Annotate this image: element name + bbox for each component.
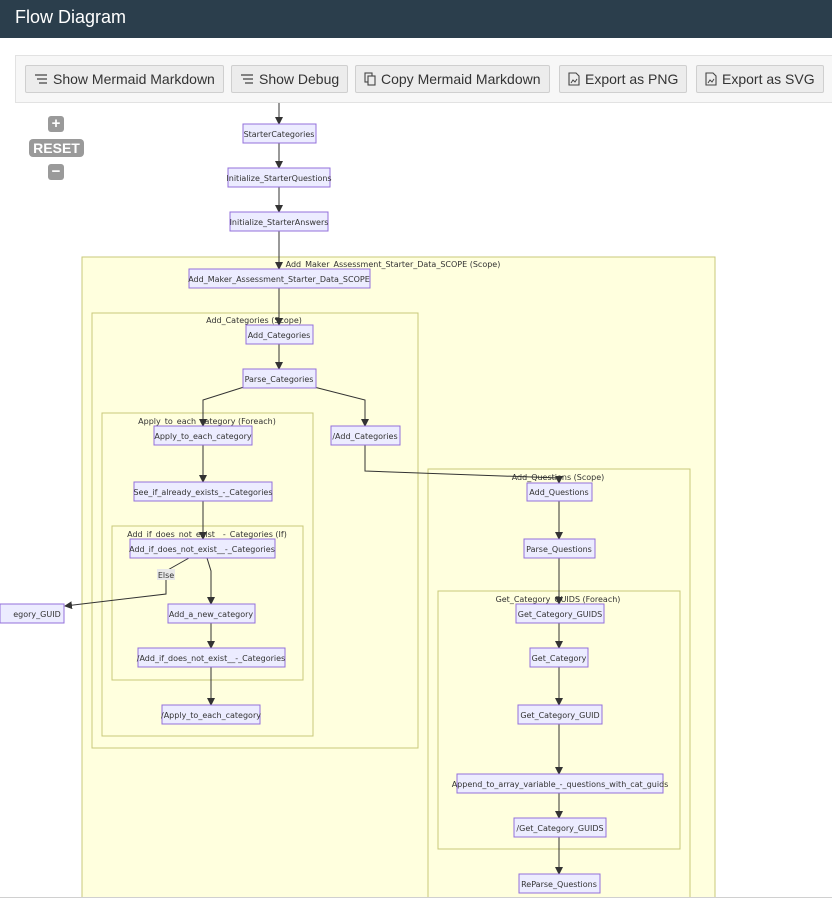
export-png-button[interactable]: Export as PNG [559, 65, 688, 93]
export-svg-button[interactable]: Export as SVG [696, 65, 824, 93]
node-add-if-not-exist[interactable]: Add_if_does_not_exist__-_Categories [129, 538, 276, 559]
node-category-guid[interactable]: egory_GUID [0, 603, 65, 624]
svg-text:Add_Maker_Assessment_Starter_D: Add_Maker_Assessment_Starter_Data_SCOPE [188, 275, 370, 284]
svg-text:Add_a_new_category: Add_a_new_category [169, 610, 254, 619]
cluster-label: Apply_to_each_category (Foreach) [138, 417, 276, 426]
app-header: Flow Diagram [0, 0, 832, 38]
node-parse-categories[interactable]: Parse_Categories [242, 368, 317, 389]
flow-diagram[interactable]: Add_Maker_Assessment_Starter_Data_SCOPE … [0, 38, 832, 898]
export-svg-label: Export as SVG [722, 71, 815, 87]
show-debug-button[interactable]: Show Debug [231, 65, 349, 93]
edges [64, 103, 563, 875]
svg-text:/Add_Categories: /Add_Categories [332, 432, 397, 441]
node-append-array[interactable]: Append_to_array_variable_-_questions_wit… [452, 773, 669, 794]
node-starter-categories[interactable]: StarterCategories [242, 123, 317, 144]
svg-text:Parse_Questions: Parse_Questions [526, 545, 592, 554]
node-add-categories[interactable]: Add_Categories [245, 324, 314, 345]
show-debug-label: Show Debug [259, 71, 340, 87]
svg-text:Add_Categories: Add_Categories [248, 331, 311, 340]
node-init-questions[interactable]: Initialize_StarterQuestions [226, 167, 332, 188]
svg-text:Initialize_StarterQuestions: Initialize_StarterQuestions [226, 174, 331, 183]
node-end-add-if[interactable]: /Add_if_does_not_exist__-_Categories [137, 647, 286, 668]
svg-text:Initialize_StarterAnswers: Initialize_StarterAnswers [230, 218, 329, 227]
zoom-reset-button[interactable]: RESET [29, 139, 84, 157]
svg-text:Get_Category: Get_Category [532, 654, 587, 663]
node-end-apply-each[interactable]: /Apply_to_each_category [161, 704, 261, 725]
lines-icon [241, 74, 253, 84]
toolbar: Show Mermaid Markdown Show Debug Copy Me… [15, 55, 832, 103]
node-maker-scope[interactable]: Add_Maker_Assessment_Starter_Data_SCOPE [188, 268, 371, 289]
node-see-if-exists[interactable]: See_if_already_exists_-_Categories [133, 481, 273, 502]
svg-text:Else: Else [158, 571, 174, 580]
node-add-new-category[interactable]: Add_a_new_category [167, 603, 256, 624]
copy-markdown-button[interactable]: Copy Mermaid Markdown [355, 65, 550, 93]
svg-text:/Apply_to_each_category: /Apply_to_each_category [161, 711, 261, 720]
svg-text:/Get_Category_GUIDS: /Get_Category_GUIDS [516, 824, 603, 833]
cluster-label: Add_if_does_not_exist__-_Categories (If) [127, 530, 287, 539]
svg-text:Append_to_array_variable_-_que: Append_to_array_variable_-_questions_wit… [452, 780, 669, 789]
svg-text:Add_Questions: Add_Questions [529, 488, 588, 497]
svg-text:/Add_if_does_not_exist__-_Cate: /Add_if_does_not_exist__-_Categories [137, 654, 285, 663]
svg-text:Get_Category_GUIDS: Get_Category_GUIDS [518, 610, 602, 619]
image-file-icon [568, 72, 580, 86]
node-get-guids[interactable]: Get_Category_GUIDS [515, 603, 605, 624]
svg-text:Apply_to_each_category: Apply_to_each_category [154, 432, 252, 441]
image-file-icon [705, 72, 717, 86]
cluster-label: Get_Category_GUIDS (Foreach) [496, 595, 621, 604]
svg-text:See_if_already_exists_-_Catego: See_if_already_exists_-_Categories [133, 488, 272, 497]
node-get-category-guid[interactable]: Get_Category_GUID [517, 704, 603, 725]
cluster-label: Add_Maker_Assessment_Starter_Data_SCOPE … [286, 260, 501, 269]
copy-markdown-label: Copy Mermaid Markdown [381, 71, 541, 87]
export-png-label: Export as PNG [585, 71, 679, 87]
node-add-questions[interactable]: Add_Questions [526, 482, 593, 502]
zoom-out-button[interactable]: − [48, 164, 64, 180]
node-apply-each[interactable]: Apply_to_each_category [153, 425, 253, 446]
svg-text:Add_if_does_not_exist__-_Categ: Add_if_does_not_exist__-_Categories [129, 545, 275, 554]
show-markdown-button[interactable]: Show Mermaid Markdown [25, 65, 224, 93]
node-reparse-questions[interactable]: ReParse_Questions [518, 873, 601, 894]
svg-text:egory_GUID: egory_GUID [13, 610, 61, 619]
svg-text:Parse_Categories: Parse_Categories [245, 375, 314, 384]
node-parse-questions[interactable]: Parse_Questions [523, 538, 596, 559]
diagram-panel: Add_Maker_Assessment_Starter_Data_SCOPE … [0, 38, 832, 898]
node-init-answers[interactable]: Initialize_StarterAnswers [229, 211, 329, 232]
cluster-label: Add_Categories (Scope) [206, 316, 302, 325]
copy-icon [364, 72, 376, 86]
svg-text:ReParse_Questions: ReParse_Questions [521, 880, 597, 889]
zoom-in-button[interactable]: + [48, 116, 64, 132]
node-end-get-guids[interactable]: /Get_Category_GUIDS [513, 817, 607, 838]
lines-icon [35, 74, 47, 84]
node-get-category[interactable]: Get_Category [529, 647, 589, 668]
edge-label-else: Else [157, 569, 175, 580]
page-title: Flow Diagram [15, 7, 127, 27]
show-markdown-label: Show Mermaid Markdown [53, 71, 215, 87]
svg-text:Get_Category_GUID: Get_Category_GUID [520, 711, 599, 720]
svg-text:StarterCategories: StarterCategories [244, 130, 315, 139]
node-end-add-categories[interactable]: /Add_Categories [330, 425, 401, 446]
